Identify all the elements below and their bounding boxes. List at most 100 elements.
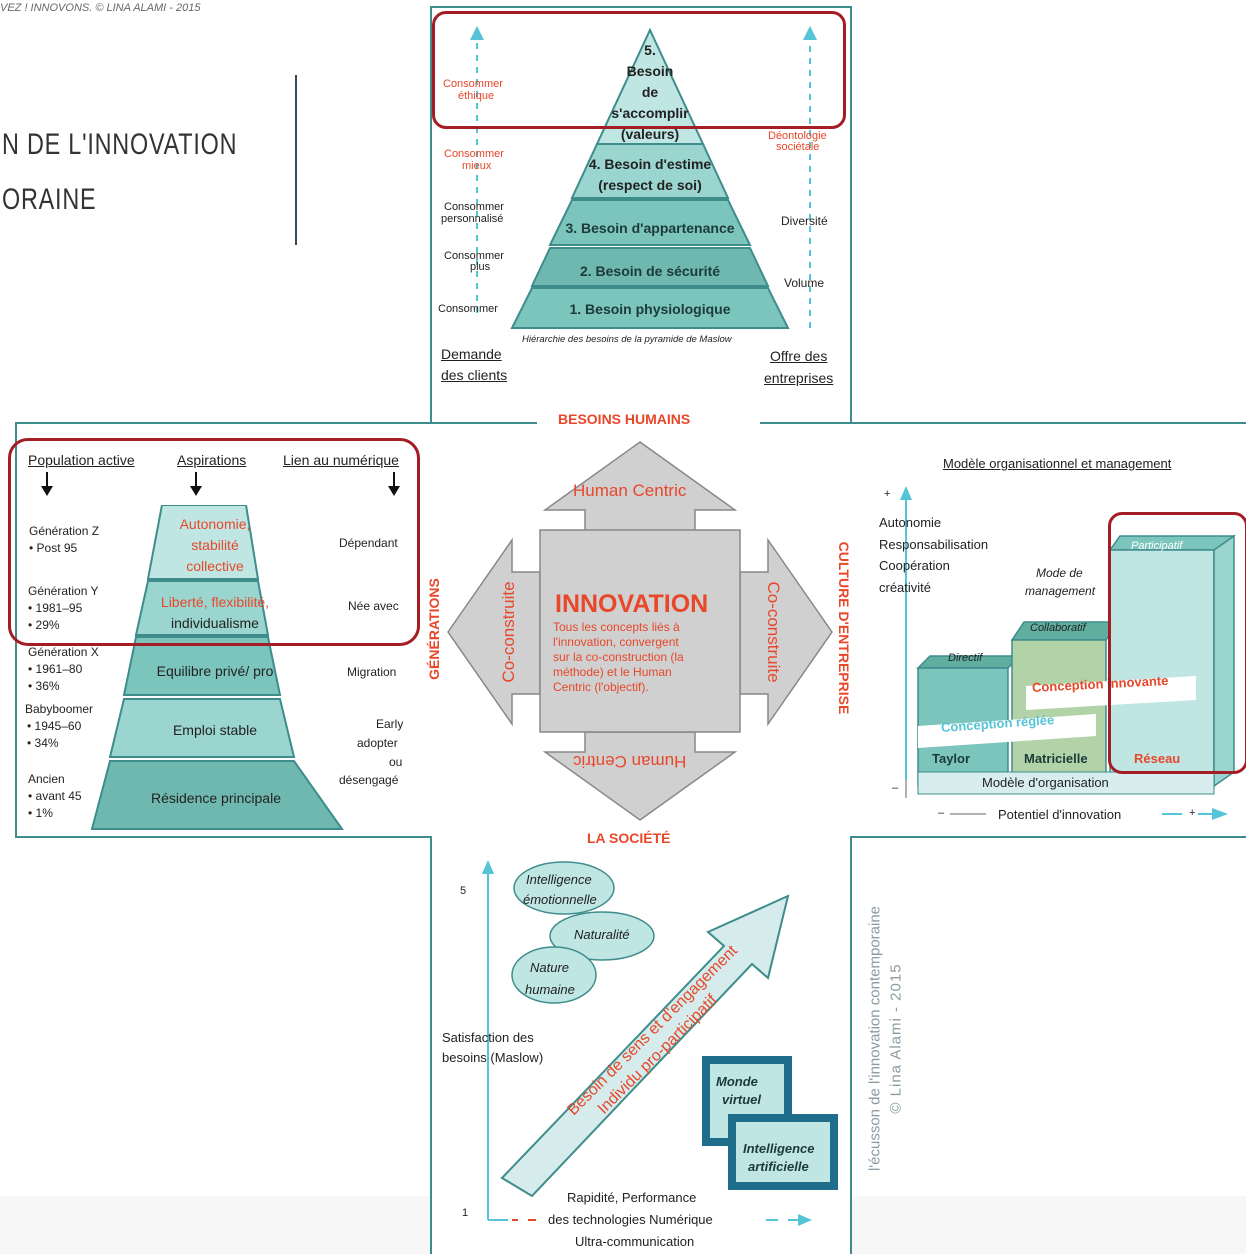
maslow-caption: Hiérarchie des besoins de la pyramide de… xyxy=(522,334,732,345)
label-tick-right xyxy=(760,422,850,424)
innovation-cross xyxy=(447,441,833,821)
down-arrow-label: Human Centric xyxy=(573,752,687,771)
gen-y-link: Née avec xyxy=(348,599,399,613)
demand-label-2: des clients xyxy=(441,367,508,383)
cloud-3-line1: Nature xyxy=(530,960,570,975)
society-y-label-1: Satisfaction des xyxy=(442,1030,534,1045)
society-x-label-1: Rapidité, Performance xyxy=(567,1190,697,1205)
gen-header-digital: Lien au numérique xyxy=(283,452,399,468)
org-reseau: Réseau xyxy=(1134,751,1181,766)
gen-z-aspiration-line2: stabilité xyxy=(191,536,239,553)
culture-x-plus: + xyxy=(1189,807,1196,819)
bottom-strip-right xyxy=(852,1196,1246,1254)
maslow-level5-line5: (valeurs) xyxy=(620,126,680,142)
gen-x-link: Migration xyxy=(347,665,397,679)
babyboomer-link-3: ou xyxy=(389,755,403,769)
maslow-level3: 3. Besoin d'appartenance xyxy=(565,219,735,236)
maslow-highlight-frame xyxy=(432,11,846,129)
culture-mode-1: Mode de xyxy=(1036,566,1083,580)
culture-y-plus: + xyxy=(884,488,891,500)
innovation-desc-line5: Centric (l'objectif). xyxy=(553,680,649,694)
society-y-top: 5 xyxy=(460,885,467,897)
gen-z-link: Dépendant xyxy=(339,536,398,550)
ancien-detail-1: • avant 45 xyxy=(28,789,82,803)
maslow-right-4: Volume xyxy=(784,276,825,290)
gen-y-aspiration-line1: Liberté, flexibilité, xyxy=(160,594,270,610)
babyboomer-link-2: adopter xyxy=(357,736,398,750)
maslow-level4-line2: (respect de soi) xyxy=(598,177,702,193)
bottom-strip xyxy=(0,1196,430,1254)
innovation-desc-line3: sur la co-construction (la xyxy=(553,650,684,664)
gen-y-name: Génération Y xyxy=(28,584,99,598)
up-arrow-label: Human Centric xyxy=(573,481,687,500)
society-chart xyxy=(482,860,838,1226)
babyboomer-link-4: désengagé xyxy=(339,773,399,787)
label-tick-left xyxy=(432,422,537,424)
right-arrow-label: Co-construite xyxy=(764,581,783,683)
cloud-3-line2: humaine xyxy=(525,982,575,997)
frame-top-right xyxy=(850,6,852,424)
center-label-top: BESOINS HUMAINS xyxy=(558,411,691,427)
gen-z-name: Génération Z xyxy=(29,524,100,538)
page-title-line1: N DE L'INNOVATION xyxy=(2,128,238,161)
frame-top-left xyxy=(430,6,432,424)
maslow-left-9: Consommer xyxy=(438,303,498,315)
gen-y-detail-1: • 1981–95 xyxy=(28,601,83,615)
org-matricielle: Matricielle xyxy=(1024,751,1088,766)
frame-bot-right xyxy=(850,836,852,1254)
maslow-level5-line1: 5. xyxy=(644,42,656,58)
frame-h-bot-right xyxy=(850,836,1246,838)
org-model-label: Modèle d'organisation xyxy=(982,775,1109,790)
gen-z-aspiration-line3: collective xyxy=(186,557,244,574)
maslow-pyramid xyxy=(470,26,817,329)
frame-h-bot-left xyxy=(15,836,432,838)
innovation-title: INNOVATION xyxy=(555,590,709,618)
culture-title: Modèle organisationnel et management xyxy=(943,456,1172,471)
maslow-level5-line4: s'accomplir xyxy=(611,105,689,121)
cloud-2-line1: Naturalité xyxy=(574,927,630,942)
gen-z-detail-1: • Post 95 xyxy=(29,541,78,555)
maslow-left-8: plus xyxy=(470,261,491,273)
box-ai-2: artificielle xyxy=(748,1159,809,1174)
society-y-bottom: 1 xyxy=(462,1207,469,1219)
gen-z-aspiration-line1: Autonomie, xyxy=(179,515,251,532)
copyright-line: VEZ ! INNOVONS. © LINA ALAMI - 2015 xyxy=(0,2,201,14)
maslow-level1: 1. Besoin physiologique xyxy=(569,300,731,317)
frame-h-top-left xyxy=(15,422,432,424)
maslow-level5-line3: de xyxy=(641,84,659,100)
offer-label-1: Offre des xyxy=(770,348,828,364)
babyboomer-aspiration: Emploi stable xyxy=(172,721,258,738)
demand-label-1: Demande xyxy=(441,346,502,362)
maslow-right-1: Déontologie xyxy=(768,130,827,142)
babyboomer-detail-1: • 1945–60 xyxy=(27,719,82,733)
maslow-left-2: éthique xyxy=(458,90,495,102)
society-y-label-2: besoins (Maslow) xyxy=(442,1050,544,1065)
babyboomer-link-1: Early xyxy=(376,717,404,731)
center-label-bottom: LA SOCIÉTÉ xyxy=(587,830,671,846)
innovation-desc-line4: méthode) et le Human xyxy=(553,665,672,679)
society-x-label-2: des technologies Numérique xyxy=(548,1212,713,1227)
culture-x-label: Potentiel d'innovation xyxy=(998,807,1122,822)
box-ai-1: Intelligence xyxy=(743,1141,815,1156)
culture-y-minus: – xyxy=(892,782,899,794)
innovation-desc-line2: l'innovation, convergent xyxy=(553,635,679,649)
gen-x-detail-2: • 36% xyxy=(28,679,60,693)
gen-y-aspiration-line2: individualisme xyxy=(171,615,259,631)
maslow-level5-line2: Besoin xyxy=(626,63,674,79)
frame-top-top xyxy=(430,6,852,8)
maslow-right-2: sociétale xyxy=(776,141,820,153)
maslow-left-4: mieux xyxy=(462,160,492,172)
maslow-level4: 4. Besoin d'estime (respect de soi) xyxy=(572,152,728,198)
culture-bars xyxy=(916,534,1236,795)
side-credit-line1: l'écusson de l'innovation contemporaine xyxy=(866,905,884,1172)
gen-y-aspiration: Liberté, flexibilité, individualisme xyxy=(136,591,294,635)
maslow-left-6: personnalisé xyxy=(441,213,504,225)
box-virtual-1: Monde xyxy=(716,1074,758,1089)
gen-x-name: Génération X xyxy=(28,645,99,659)
ancien-name: Ancien xyxy=(28,772,65,786)
culture-mode-2: management xyxy=(1025,584,1096,598)
babyboomer-name: Babyboomer xyxy=(25,702,94,716)
culture-axes xyxy=(900,486,1228,820)
culture-y-item-2: Responsabilisation xyxy=(879,537,989,552)
culture-y-item-4: créativité xyxy=(879,580,932,595)
